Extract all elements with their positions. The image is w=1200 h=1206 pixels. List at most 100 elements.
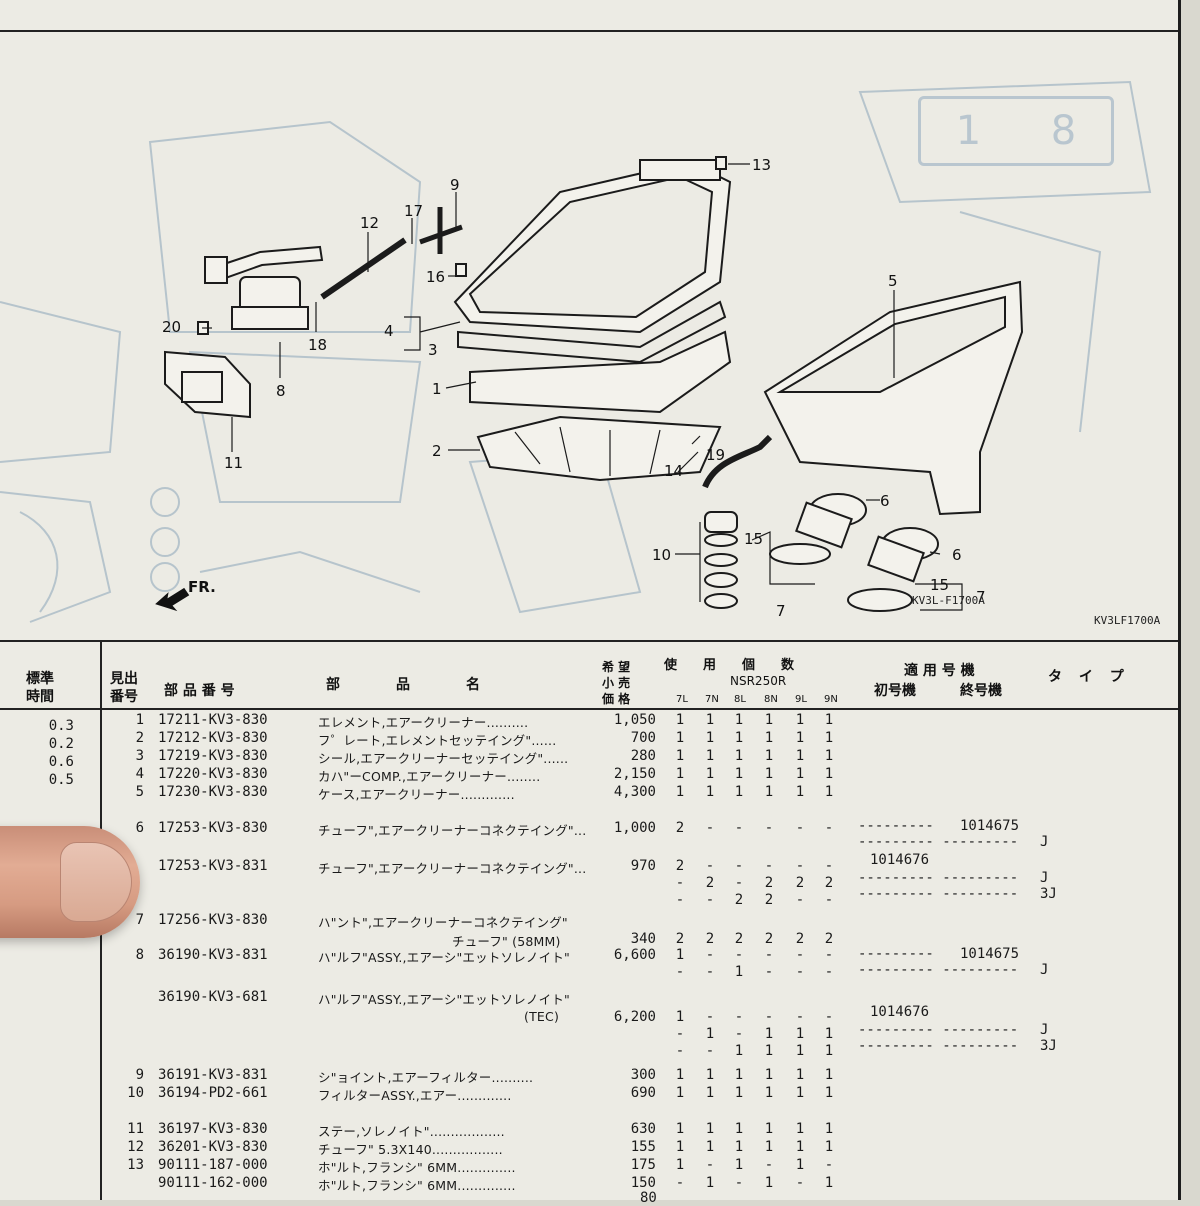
part-number: 36197-KV3-830: [158, 1121, 268, 1137]
solenoid-valve-part: [204, 245, 324, 330]
quantity: 1: [734, 1139, 744, 1155]
quantity: -: [764, 964, 774, 980]
quantity: 1: [824, 1085, 834, 1101]
callout-5: 5: [888, 272, 898, 290]
quantity: -: [705, 858, 715, 874]
part-number: 17256-KV3-830: [158, 912, 268, 928]
price: 280: [630, 748, 656, 764]
part-name: フィルターASSY.,エアー.............: [318, 1088, 512, 1103]
quantity: 1: [824, 784, 834, 800]
quantity: -: [675, 875, 685, 891]
quantity: -: [764, 1009, 774, 1025]
part-number: 90111-162-000: [158, 1175, 268, 1191]
callout-1: 1: [432, 380, 442, 398]
price: 1,050: [613, 712, 656, 728]
ref-number: 2: [135, 730, 144, 746]
ref-number: 8: [135, 947, 144, 963]
quantity: 1: [734, 1067, 744, 1083]
part-name: ホ"ルト,フランシ" 6MM..............: [318, 1160, 516, 1175]
header-variant-7n: 7N: [705, 694, 719, 705]
quantity: 1: [734, 712, 744, 728]
quantity: 1: [764, 1121, 774, 1137]
quantity: 1: [734, 1085, 744, 1101]
header-price-3: 価 格: [602, 692, 631, 706]
callout-11: 11: [224, 454, 243, 472]
applic-first: ---------: [858, 818, 934, 834]
callout-labels: 13 9 17 12 16 4 3 1 2 5 20 18 8 11 19 14…: [162, 156, 986, 620]
applic-first: 1014676: [870, 852, 930, 868]
quantity: -: [795, 947, 805, 963]
quantity: 1: [795, 1067, 805, 1083]
part-name: ハ"ルフ"ASSY.,エアーシ"エットソレノイト": [318, 950, 570, 965]
part-number: 36201-KV3-830: [158, 1139, 268, 1155]
quantity: 1: [824, 1121, 834, 1137]
joint-part: [419, 207, 463, 254]
quantity: 1: [795, 1157, 805, 1173]
quantity: 1: [764, 1043, 774, 1059]
quantity: 1: [675, 1157, 685, 1173]
quantity: 1: [734, 1157, 744, 1173]
quantity: 1: [734, 964, 744, 980]
ref-number: 10: [127, 1085, 144, 1101]
quantity: 1: [764, 1067, 774, 1083]
callout-16: 16: [426, 268, 445, 286]
quantity: 1: [675, 748, 685, 764]
ref-number: 4: [135, 766, 144, 782]
callout-13: 13: [752, 156, 771, 174]
quantity: 1: [705, 1139, 715, 1155]
quantity: 1: [795, 766, 805, 782]
seal-part: [457, 300, 727, 364]
part-name: チューフ",エアークリーナーコネクテイング"...: [318, 823, 587, 838]
quantity: 1: [764, 730, 774, 746]
quantity: 2: [824, 875, 834, 891]
callout-9: 9: [450, 176, 460, 194]
quantity: -: [824, 947, 834, 963]
quantity: -: [795, 820, 805, 836]
header-applicable: 適 用 号 機: [904, 663, 975, 679]
applic-type: 3J: [1040, 886, 1057, 902]
price: 700: [630, 730, 656, 746]
quantity: 2: [705, 931, 715, 947]
part-name: チューフ" 5.3X140.................: [318, 1142, 503, 1157]
price: 175: [630, 1157, 656, 1173]
quantity: 1: [705, 1085, 715, 1101]
header-variant-8n: 8N: [764, 694, 778, 705]
callout-3: 3: [428, 341, 438, 359]
price: 150: [630, 1175, 656, 1191]
quantity: 1: [824, 1139, 834, 1155]
tube-part: [702, 434, 773, 489]
part-name-continued: チューフ" (58MM): [452, 934, 561, 949]
quantity: 1: [764, 748, 774, 764]
header-first: 初号機: [874, 683, 916, 699]
quantity: 1: [764, 784, 774, 800]
ref-number: 11: [127, 1121, 144, 1137]
labor-time: 0.6: [48, 754, 74, 770]
price: 6,200: [613, 1009, 656, 1025]
quantity: -: [675, 1043, 685, 1059]
applic-row: --------- ---------: [858, 886, 1019, 902]
quantity: 1: [764, 766, 774, 782]
quantity: 1: [675, 1121, 685, 1137]
callout-7b: 7: [976, 588, 986, 606]
table-row: 12 36201-KV3-830 チューフ" 5.3X140............…: [0, 1139, 1178, 1157]
quantity: -: [705, 947, 715, 963]
part-number: 17212-KV3-830: [158, 730, 268, 746]
quantity: -: [795, 1009, 805, 1025]
quantity: 1: [795, 730, 805, 746]
part-name: カハ"ーCOMP.,エアークリーナー........: [318, 769, 541, 784]
part-name: シール,エアークリーナーセッテイング"......: [318, 751, 569, 766]
ref-number: 12: [127, 1139, 144, 1155]
quantity: 1: [795, 1139, 805, 1155]
quantity: 1: [824, 748, 834, 764]
quantity: 1: [795, 1043, 805, 1059]
quantity: 1: [675, 712, 685, 728]
header-part-name: 部 品 名: [326, 677, 480, 693]
quantity: 1: [705, 766, 715, 782]
quantity: 1: [795, 1026, 805, 1042]
diagram-table-divider: [0, 640, 1178, 642]
labor-time: 0.5: [48, 772, 74, 788]
part-name: ケース,エアークリーナー.............: [318, 787, 515, 802]
quantity: 2: [734, 931, 744, 947]
quantity: 1: [795, 712, 805, 728]
